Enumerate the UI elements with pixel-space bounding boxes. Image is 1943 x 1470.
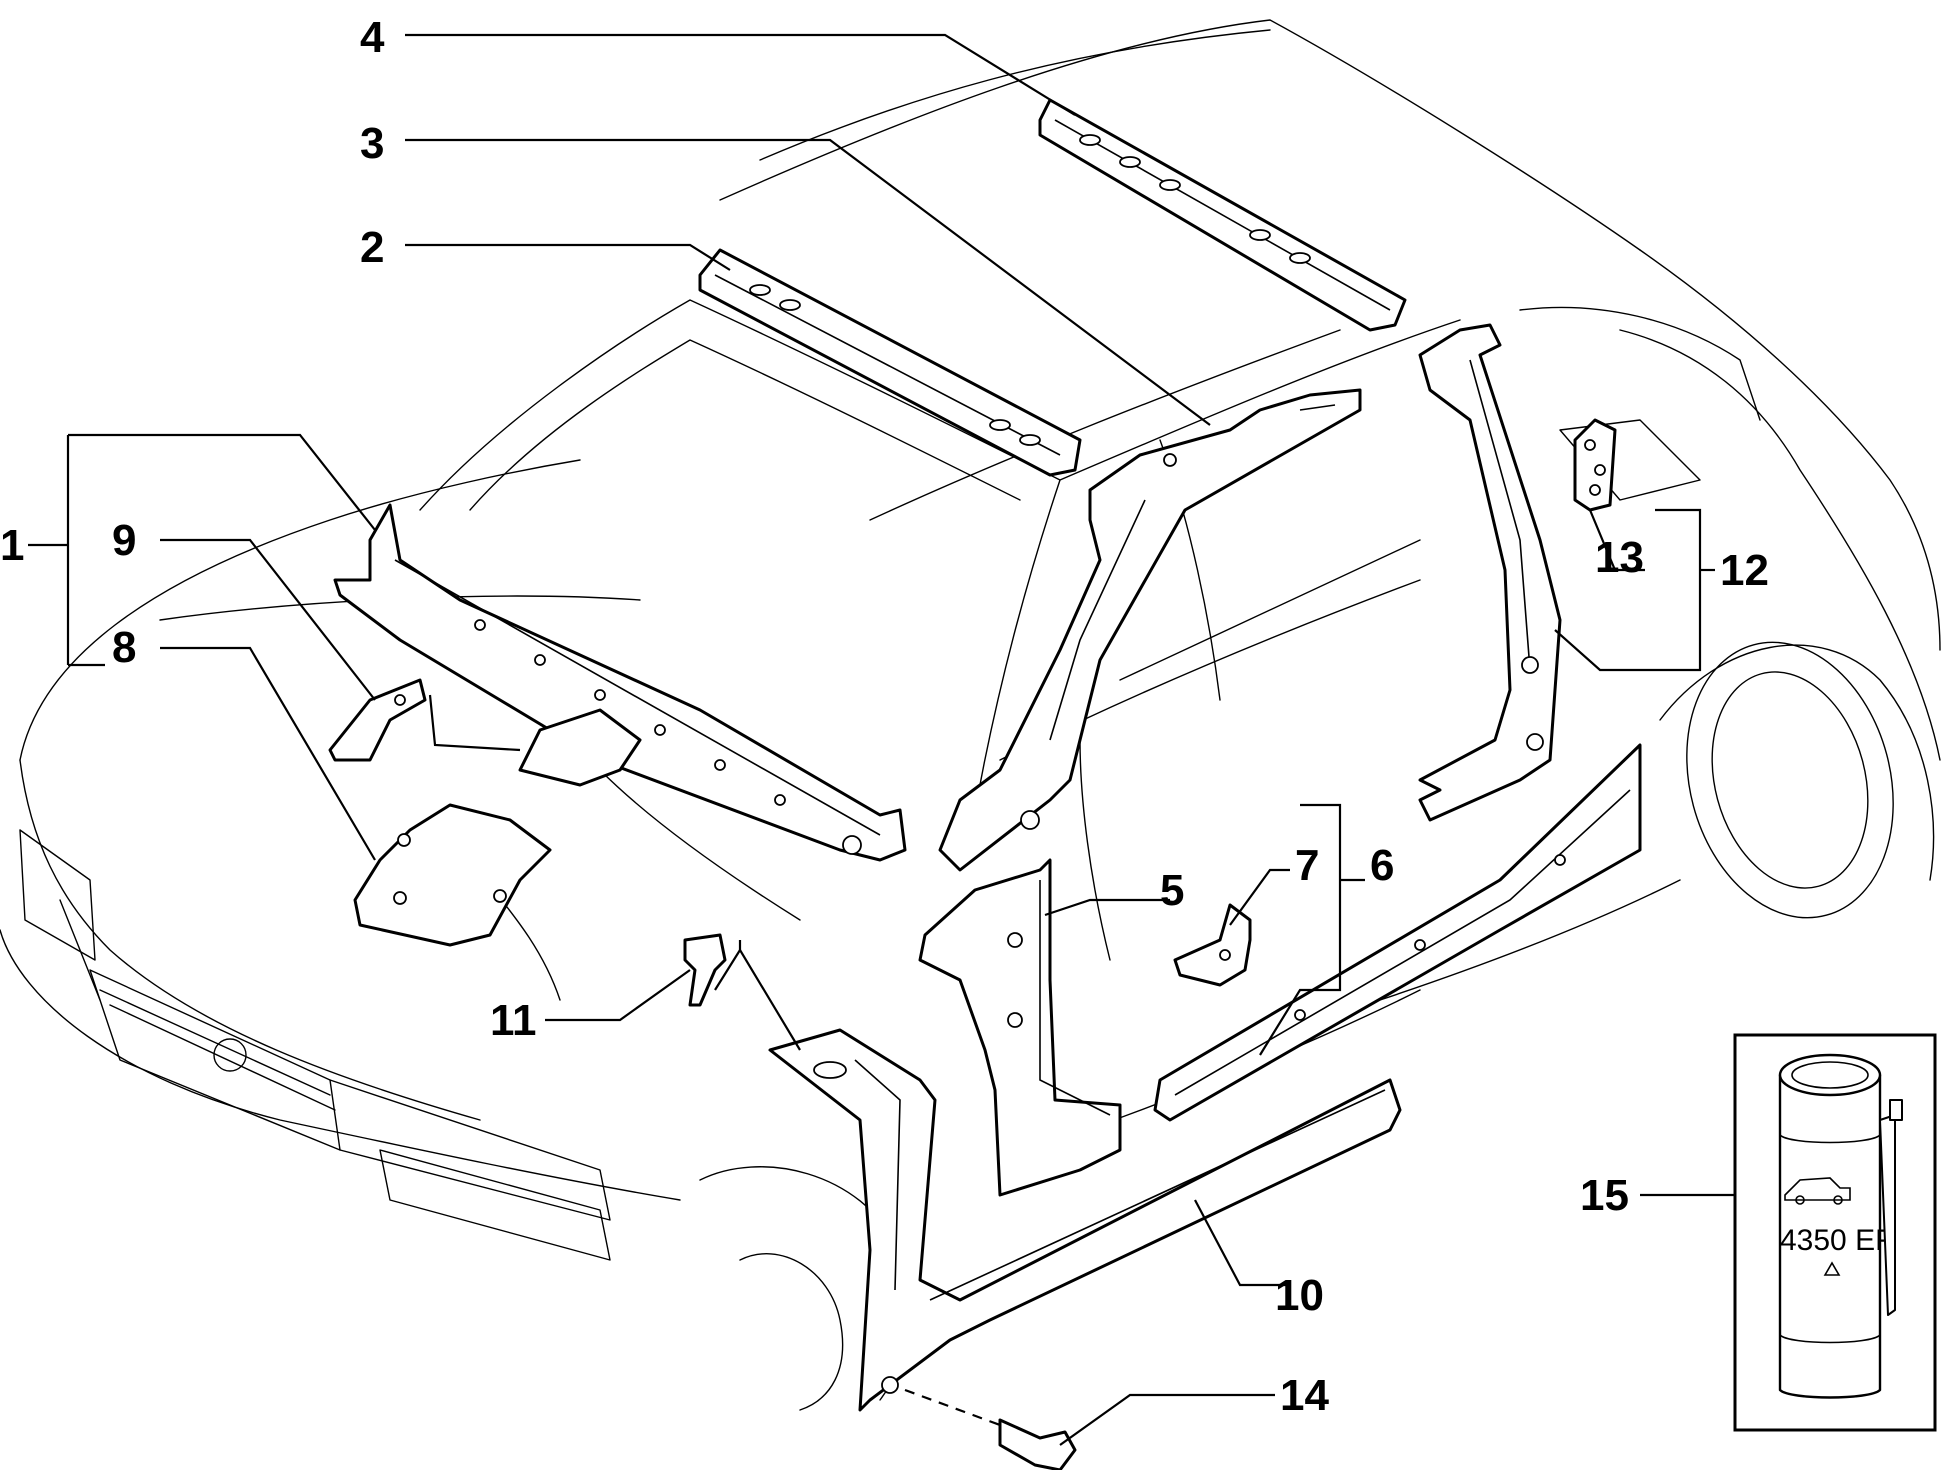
car-body-outline (0, 19, 1941, 1411)
callout-1: 1 (0, 521, 24, 570)
inset-box-part-15: 4350 EF (1733, 1033, 1937, 1432)
part-cowl-support-bracket (518, 708, 642, 787)
part-14-bolt (904, 1388, 1077, 1470)
callout-6: 6 (1370, 841, 1394, 890)
warning-triangle-icon (1823, 1261, 1841, 1276)
car-icon (1784, 1177, 1851, 1205)
part-2-roof-front-crossmember (698, 248, 1082, 477)
callout-11: 11 (490, 996, 537, 1045)
callout-14: 14 (1280, 1371, 1329, 1420)
callout-15: 15 (1580, 1171, 1629, 1220)
callout-8: 8 (112, 623, 136, 672)
part-7-bracket (1173, 903, 1252, 987)
callout-5: 5 (1160, 866, 1184, 915)
callout-3: 3 (360, 119, 384, 168)
part-11-bolt (683, 933, 727, 1007)
callout-4: 4 (360, 13, 385, 62)
part-4-roof-rear-crossmember (1038, 98, 1407, 332)
callout-12: 12 (1720, 546, 1769, 595)
part-5-a-pillar-lower (918, 858, 1122, 1197)
callout-2: 2 (360, 223, 384, 272)
part-1-cowl-panel (333, 503, 907, 862)
part-3-a-pillar-upper (938, 388, 1362, 872)
can-label: 4350 EF (1780, 1224, 1893, 1257)
part-b-pillar-upper (1418, 323, 1562, 822)
part-9-bracket (328, 678, 427, 762)
callout-7: 7 (1295, 841, 1319, 890)
callout-labels: 4 3 2 1 9 8 11 5 7 6 13 12 10 14 15 (0, 13, 1769, 1420)
callout-9: 9 (112, 516, 136, 565)
part-13-hinge-bracket (1573, 418, 1617, 512)
callout-10: 10 (1275, 1271, 1324, 1320)
leader-lines (28, 33, 1735, 1446)
part-6-inner-sill (1153, 743, 1642, 1122)
part-8-reinforcement-plate (353, 803, 552, 947)
part-10-outer-sill-panel (768, 1028, 1402, 1412)
callout-13: 13 (1595, 533, 1644, 582)
